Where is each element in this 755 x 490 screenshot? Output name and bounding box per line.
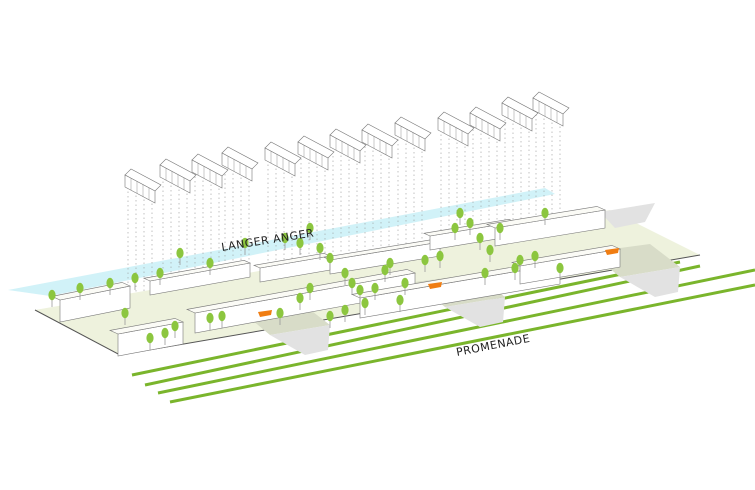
- entrance-shadow: [600, 203, 655, 228]
- module-side: [297, 141, 329, 171]
- tree-icon: [48, 289, 56, 301]
- module-side: [532, 97, 564, 127]
- entrance-shadow: [270, 325, 330, 355]
- promenade-stripe: [169, 283, 755, 404]
- tree-icon: [241, 237, 249, 249]
- tree-icon: [131, 272, 139, 284]
- module-side: [501, 102, 533, 132]
- tree-icon: [361, 297, 369, 309]
- tree-icon: [396, 294, 404, 306]
- module-side: [361, 129, 393, 159]
- building-roof: [142, 259, 252, 282]
- accent-marker: [428, 282, 442, 289]
- tree-icon: [481, 267, 489, 279]
- tree-icon: [401, 277, 409, 289]
- tree-icon: [511, 262, 519, 274]
- promenade-stripe: [131, 260, 681, 377]
- tree-icon: [496, 222, 504, 234]
- module-side: [159, 164, 191, 194]
- module-side: [221, 152, 253, 182]
- tree-icon: [386, 257, 394, 269]
- tree-icon: [451, 222, 459, 234]
- tree-icon: [206, 257, 214, 269]
- building-roof: [252, 252, 332, 269]
- tree-icon: [276, 307, 284, 319]
- module-side: [264, 147, 296, 177]
- tree-icon: [326, 252, 334, 264]
- tree-icon: [348, 277, 356, 289]
- tree-icon: [146, 332, 154, 344]
- accent-marker: [605, 248, 619, 255]
- tree-icon: [316, 242, 324, 254]
- tree-icon: [341, 267, 349, 279]
- building-blocks: [51, 206, 622, 357]
- module-side: [437, 117, 469, 147]
- trees: [48, 207, 564, 350]
- tree-icon: [531, 250, 539, 262]
- tree-icon: [121, 307, 129, 319]
- tree-icon: [371, 282, 379, 294]
- module-side: [329, 134, 361, 164]
- tree-icon: [421, 254, 429, 266]
- tree-icon: [306, 282, 314, 294]
- stream: [8, 188, 555, 296]
- module-side: [124, 174, 156, 204]
- tree-icon: [326, 310, 334, 322]
- tree-icon: [466, 217, 474, 229]
- floating-modules: [124, 91, 570, 204]
- tree-icon: [76, 282, 84, 294]
- tree-icon: [218, 310, 226, 322]
- building-roof: [109, 318, 184, 335]
- module-side: [469, 112, 501, 142]
- tree-icon: [206, 312, 214, 324]
- tree-icon: [106, 277, 114, 289]
- tree-icon: [381, 264, 389, 276]
- tree-icon: [356, 284, 364, 296]
- tree-icon: [541, 207, 549, 219]
- promenade-stripe: [144, 264, 701, 387]
- tree-icon: [171, 320, 179, 332]
- tree-icon: [456, 207, 464, 219]
- tree-icon: [516, 254, 524, 266]
- tree-icon: [161, 327, 169, 339]
- entrance-shadow: [445, 297, 505, 327]
- building-roof: [185, 269, 417, 314]
- tree-icon: [156, 267, 164, 279]
- stream-band: [8, 188, 555, 296]
- tree-icon: [436, 250, 444, 262]
- module-side: [394, 122, 426, 152]
- tree-icon: [556, 262, 564, 274]
- accent-marker: [258, 310, 272, 317]
- tree-icon: [341, 304, 349, 316]
- tree-icon: [306, 222, 314, 234]
- tree-icon: [296, 237, 304, 249]
- tree-icon: [281, 232, 289, 244]
- entrance-shadow: [620, 267, 680, 297]
- module-side: [191, 159, 223, 189]
- tree-icon: [486, 244, 494, 256]
- tree-icon: [176, 247, 184, 259]
- tree-icon: [296, 292, 304, 304]
- tree-icon: [476, 232, 484, 244]
